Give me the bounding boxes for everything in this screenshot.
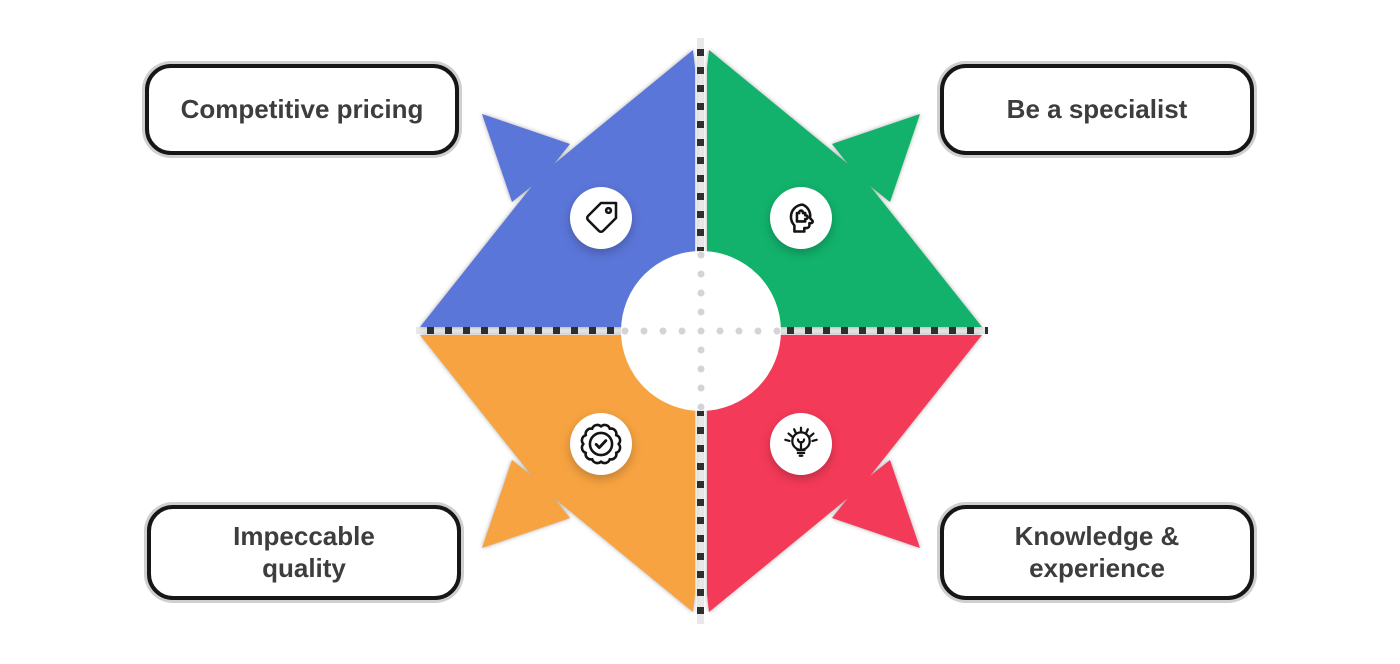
label-text-line2: quality bbox=[262, 552, 346, 583]
price-tag-icon bbox=[585, 201, 618, 234]
badge-check-icon bbox=[580, 423, 622, 465]
label-card-competitive-pricing: Competitive pricing bbox=[145, 64, 459, 155]
quadrant-shape-bottom-right bbox=[707, 335, 982, 612]
label-card-impeccable-quality: Impeccable quality bbox=[147, 505, 461, 600]
label-card-knowledge-experience: Knowledge & experience bbox=[940, 505, 1254, 600]
label-text-line1: Impeccable bbox=[233, 520, 375, 551]
label-text-line1: Knowledge & bbox=[1014, 520, 1180, 551]
label-text-line2: experience bbox=[1029, 552, 1165, 583]
head-puzzle-icon bbox=[789, 203, 814, 233]
label-text: Be a specialist bbox=[1006, 93, 1188, 124]
label-text: Competitive pricing bbox=[180, 93, 424, 124]
label-card-be-a-specialist: Be a specialist bbox=[940, 64, 1254, 155]
quadrant-shape-top-right bbox=[707, 50, 982, 327]
icon-badge-top-right bbox=[770, 187, 832, 249]
crosshair-dots bbox=[621, 251, 781, 411]
lightbulb-icon bbox=[784, 426, 818, 457]
quadrant-shape-top-left bbox=[420, 50, 695, 327]
quadrant-shape-bottom-left bbox=[420, 335, 695, 612]
icon-badge-top-left bbox=[570, 187, 632, 249]
